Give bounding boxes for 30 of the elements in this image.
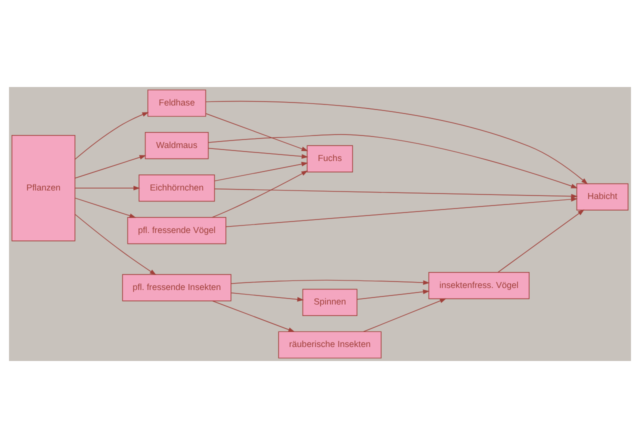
node-box: Fuchs <box>306 145 353 172</box>
node-box: Pflanzen <box>12 134 76 242</box>
arrow <box>74 186 140 190</box>
arrow <box>208 148 308 159</box>
arrow <box>363 298 446 332</box>
arrow <box>356 290 430 300</box>
arrow <box>212 300 295 332</box>
node-box: insektenfress. Vögel <box>428 272 530 300</box>
arrow <box>205 100 588 184</box>
arrow <box>214 188 578 199</box>
node-box: Habicht <box>576 183 628 210</box>
arrow <box>498 209 584 273</box>
node-box: pfl. fressende Vögel <box>127 217 226 244</box>
arrow <box>214 162 308 182</box>
arrow <box>74 198 136 218</box>
arrow <box>74 155 146 178</box>
node-box: Feldhase <box>147 90 206 117</box>
arrow <box>208 134 578 188</box>
arrow <box>74 214 156 276</box>
node-box: Spinnen <box>302 288 358 316</box>
arrow <box>226 197 578 228</box>
node-box: räuberische Insekten <box>278 331 382 358</box>
arrow <box>230 280 430 285</box>
node-box: Eichhörnchen <box>138 174 215 202</box>
arrow <box>230 292 304 302</box>
node-box: pfl. fressende Insekten <box>122 274 232 302</box>
node-box: Waldmaus <box>144 132 209 160</box>
arrow <box>206 113 308 152</box>
arrow <box>212 170 308 218</box>
arrow <box>74 112 149 160</box>
